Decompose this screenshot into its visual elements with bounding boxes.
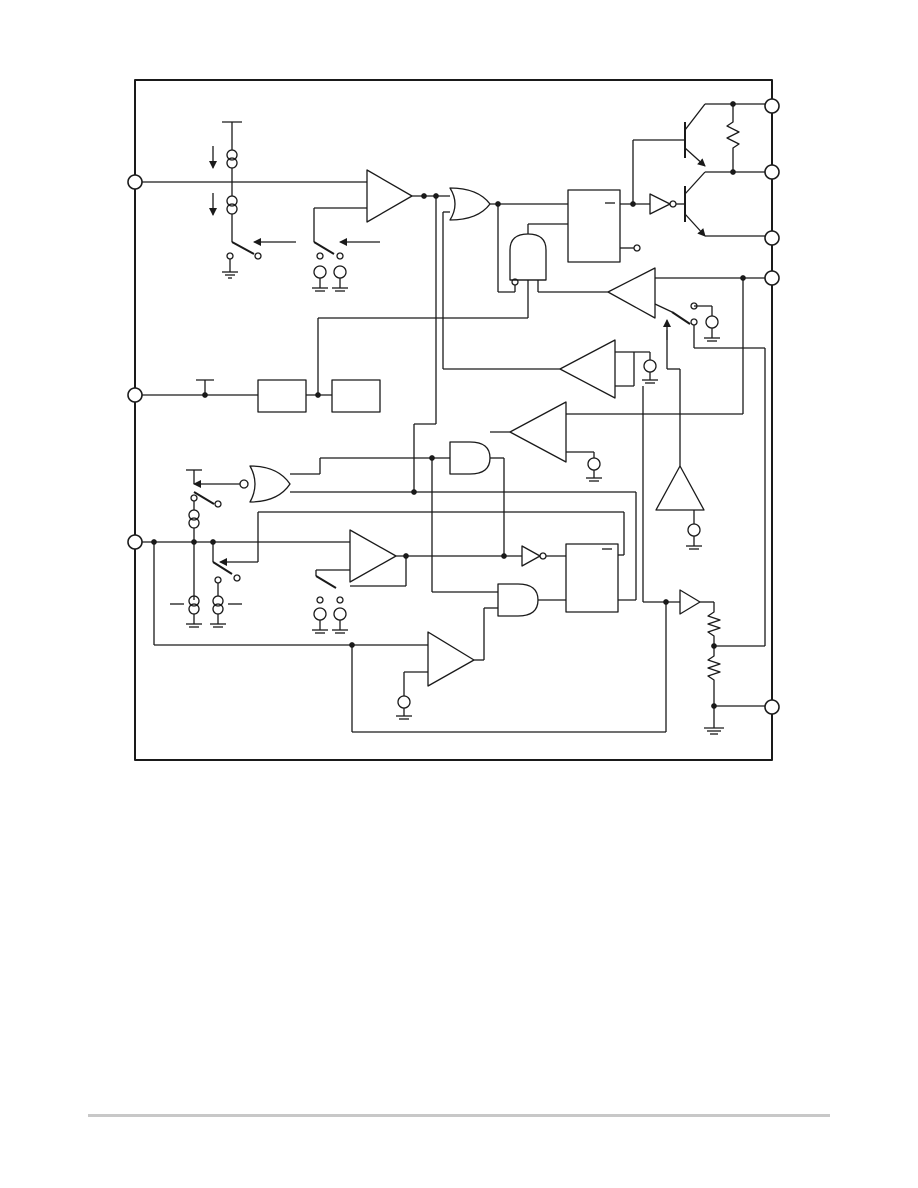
latch-1 [567,189,621,263]
comparator-4 [509,401,567,463]
and-gate-1 [509,233,547,281]
comparator-1 [366,169,413,223]
pin-left-2[interactable] [127,387,143,403]
comparator-2 [607,267,656,319]
block-b [331,379,381,413]
pin-left-1[interactable] [127,174,143,190]
pin-right-5[interactable] [764,699,780,715]
current-source-group-top [209,121,296,279]
output-buffer [649,193,671,215]
or-gate-2 [249,465,291,503]
pin-right-2[interactable] [764,164,780,180]
footer-rule [88,1114,830,1117]
comparator-5 [349,529,397,583]
pin-left-3[interactable] [127,534,143,550]
comparator-7 [655,465,705,511]
latch-2 [565,543,619,613]
and-gate-2 [449,441,491,475]
and-gate-3 [497,583,539,617]
pin-right-3[interactable] [764,230,780,246]
output-transistors [632,101,765,237]
comparator-3 [559,339,616,399]
buffer-2 [679,589,701,615]
pin-right-1[interactable] [764,98,780,114]
or-gate-1 [449,187,491,221]
comparator-6 [427,631,475,687]
block-a [257,379,307,413]
ic-outline [134,79,773,761]
pin-right-4[interactable] [764,270,780,286]
inverter-2 [521,545,541,567]
